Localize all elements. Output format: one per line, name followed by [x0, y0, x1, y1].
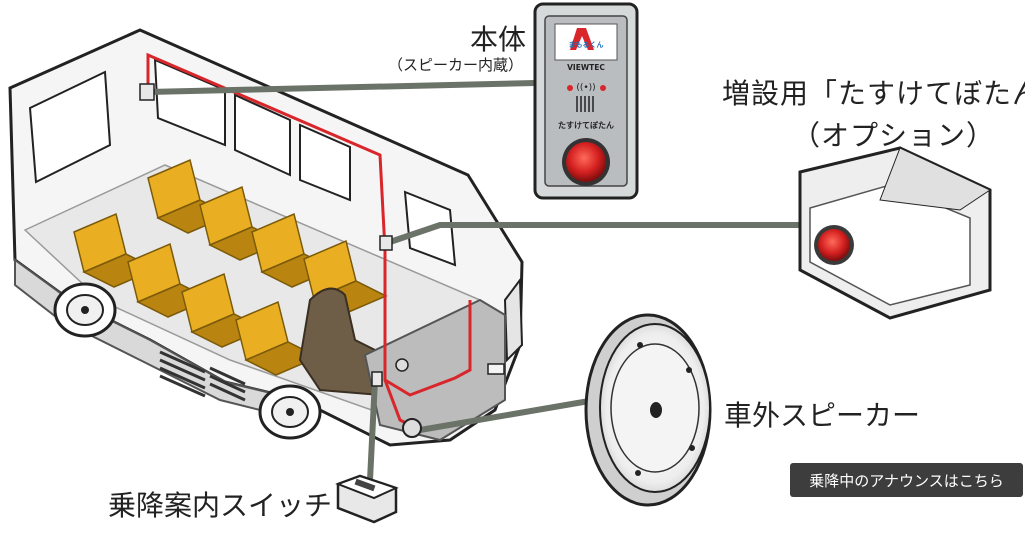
- signal-icon: ((•)): [576, 83, 595, 93]
- switch-mount: [371, 371, 383, 387]
- device-button-label: たすけてぼたん: [558, 120, 614, 130]
- bus-wheel-rear: [53, 282, 117, 338]
- external-speaker-label: 車外スピーカー: [724, 399, 921, 432]
- help-button: [566, 142, 606, 182]
- speaker-grille-icon: [576, 96, 594, 112]
- option-button-sublabel: （オプション）: [792, 119, 996, 152]
- seat: [235, 300, 320, 376]
- option-button-device: [798, 146, 992, 320]
- boarding-switch-device: [335, 474, 399, 524]
- device-logo-text: まもるくん: [569, 40, 604, 49]
- bus-door: [503, 277, 524, 363]
- main-unit-label: 本体: [470, 23, 527, 56]
- announcement-button[interactable]: 乗降中のアナウンスはこちら: [790, 463, 1023, 497]
- main-unit-mount: [139, 83, 155, 101]
- option-button-label: 増設用「たすけてぼたん」: [722, 77, 1025, 110]
- device-brand: VIEWTEC: [567, 63, 605, 72]
- indicator-led: [567, 85, 573, 91]
- option-button-mount: [379, 235, 393, 251]
- bus-windows: [28, 58, 457, 267]
- cables: [145, 80, 803, 483]
- dash-box: [487, 363, 505, 375]
- main-unit-device: まもるくん VIEWTEC ((•)) たすけてぼたん: [533, 2, 639, 200]
- speaker-mount: [402, 418, 422, 438]
- main-unit-sublabel: （スピーカー内蔵）: [388, 56, 524, 74]
- bus-wheel-front: [258, 384, 322, 440]
- bus-grille: [159, 350, 246, 402]
- indicator-led: [600, 85, 606, 91]
- boarding-switch-label: 乗降案内スイッチ: [108, 489, 333, 522]
- bus-seats: [73, 158, 388, 376]
- sensor-mount: [395, 358, 409, 372]
- external-speaker-device: [584, 313, 712, 507]
- option-red-button: [818, 229, 850, 261]
- bus-illustration: [8, 28, 524, 447]
